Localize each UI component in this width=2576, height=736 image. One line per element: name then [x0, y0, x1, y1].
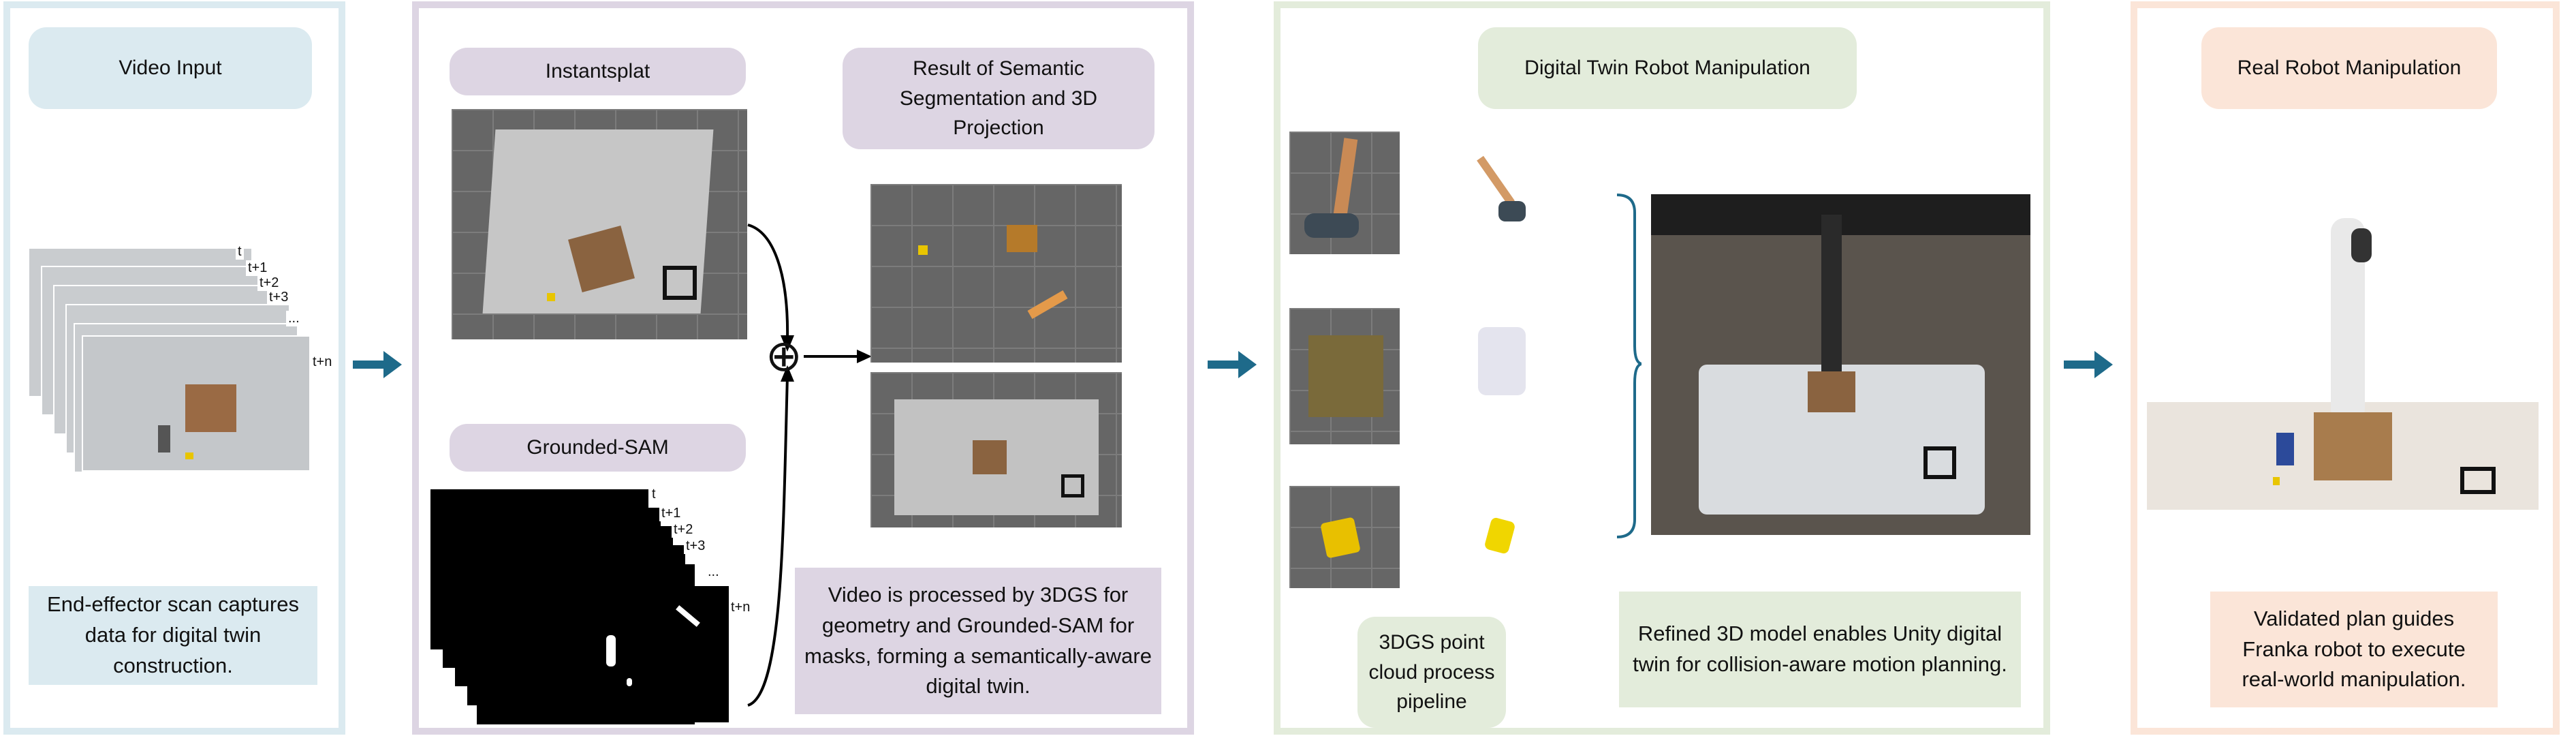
real-robot-image: [2147, 204, 2539, 510]
pipeline-label: 3DGS point cloud process pipeline: [1357, 617, 1506, 728]
digital-twin-title: Digital Twin Robot Manipulation: [1478, 27, 1857, 109]
arrow-right-icon: [353, 351, 402, 378]
hammer-pointcloud-image: [1289, 132, 1400, 254]
real-robot-caption: Validated plan guides Franka robot to ex…: [2210, 592, 2498, 707]
real-robot-panel: [2131, 1, 2560, 735]
mask-label: t+3: [684, 538, 708, 554]
processing-panel: [412, 1, 1194, 735]
video-input-title: Video Input: [29, 27, 312, 109]
mask-label: t+1: [659, 506, 683, 521]
frame-label: t+1: [246, 260, 270, 276]
mask-label: t: [650, 487, 658, 502]
real-robot-title: Real Robot Manipulation: [2201, 27, 2497, 109]
frame-label: ...: [286, 311, 302, 326]
mask-label: t+2: [672, 522, 695, 538]
arrow-right-icon: [1208, 351, 1257, 378]
hammer-refined-image: [1464, 150, 1533, 232]
processing-caption: Video is processed by 3DGS for geometry …: [795, 568, 1161, 714]
grounded-sam-label: Grounded-SAM: [450, 424, 746, 472]
digital-twin-panel: [1274, 1, 2050, 735]
cube-refined-image: [1478, 511, 1526, 566]
segmentation-result-image: [870, 184, 1122, 363]
mask-label: t+n: [729, 600, 753, 615]
instantsplat-image: [452, 109, 747, 339]
frame-label: t+n: [311, 354, 334, 370]
digital-twin-caption: Refined 3D model enables Unity digital t…: [1619, 592, 2021, 707]
video-input-panel: [3, 1, 345, 735]
box-refined-image: [1471, 320, 1533, 409]
arrow-right-icon: [2064, 351, 2113, 378]
mask-label: ...: [706, 564, 721, 580]
video-input-caption: End-effector scan captures data for digi…: [29, 586, 317, 685]
fusion-connectors: [747, 224, 872, 707]
bracket-icon: [1616, 194, 1642, 538]
unity-digital-twin-image: [1651, 194, 2030, 535]
result-title: Result of Semantic Segmentation and 3D P…: [843, 48, 1155, 149]
instantsplat-label: Instantsplat: [450, 48, 746, 95]
frame-label: t: [236, 244, 244, 260]
projection-result-image: [870, 372, 1122, 527]
frame-label: t+3: [267, 290, 291, 305]
box-pointcloud-image: [1289, 308, 1400, 444]
fusion-operator-icon: ⊕: [766, 331, 802, 382]
cube-pointcloud-image: [1289, 486, 1400, 588]
frame-label: t+2: [257, 275, 281, 291]
